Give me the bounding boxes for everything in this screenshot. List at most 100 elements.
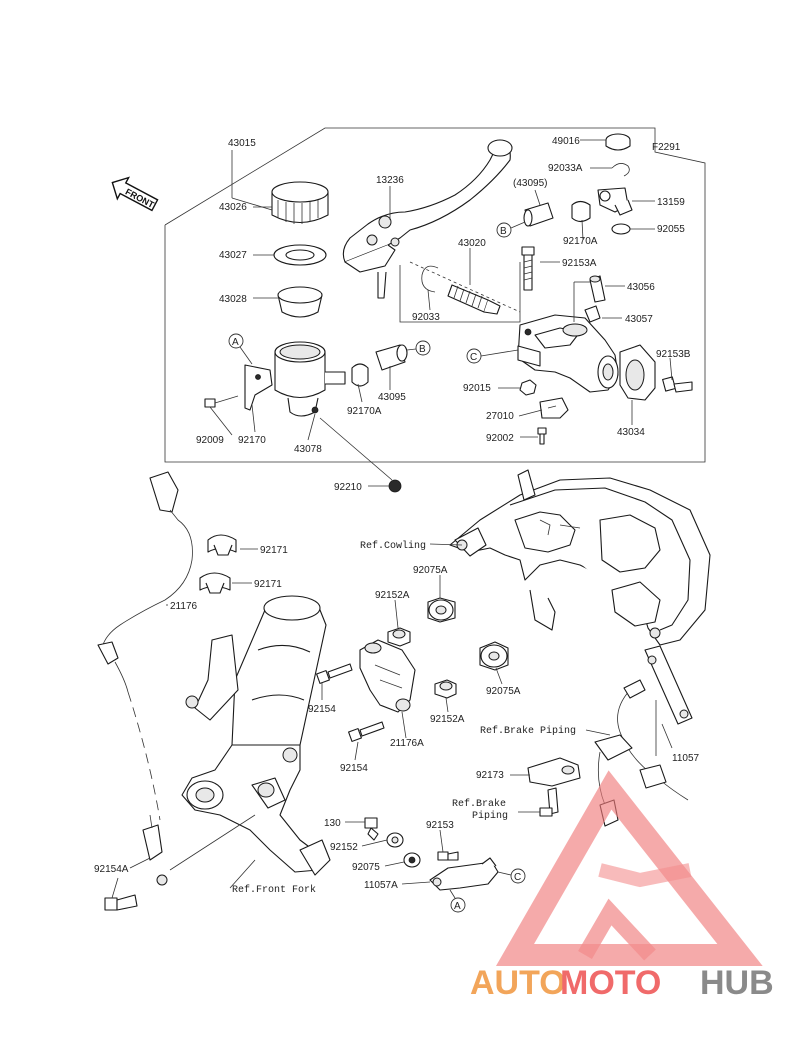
callout-C-bot-label: C <box>514 872 521 883</box>
callout-A-top: A <box>228 333 253 365</box>
brake-switch <box>539 397 569 419</box>
label-92033A: 92033A <box>548 163 583 174</box>
label-13159: 13159 <box>657 197 685 208</box>
grommet-92075A-top <box>427 597 456 623</box>
label-92153B: 92153B <box>656 349 691 360</box>
label-43027: 43027 <box>219 250 247 261</box>
watermark-auto: AUTO <box>470 964 566 1002</box>
label-92173: 92173 <box>476 770 504 781</box>
reservoir-body <box>274 341 346 417</box>
label-43078: 43078 <box>294 444 322 455</box>
label-43056: 43056 <box>627 282 655 293</box>
o-ring-92055 <box>611 223 631 235</box>
grommet-92075A-bot <box>479 641 509 671</box>
grommet-92075 <box>403 852 421 868</box>
hose-mid <box>375 344 408 371</box>
callout-C-top-label: C <box>470 352 477 363</box>
bracket-11057A <box>429 857 499 891</box>
label-43015: 43015 <box>228 138 256 149</box>
label-49016: 49016 <box>552 136 580 147</box>
label-ref-brake-piping-2a: Ref.Brake <box>452 798 506 810</box>
label-92153A: 92153A <box>562 258 597 269</box>
label-92171-b: 92171 <box>254 579 282 590</box>
group-border <box>164 127 706 463</box>
collar-92152A-top <box>387 627 411 647</box>
hose-clamp-top <box>571 200 591 223</box>
bolt-92154-a <box>316 663 353 684</box>
screw-92002 <box>537 427 547 445</box>
screw-92009 <box>204 395 239 408</box>
label-92210: 92210 <box>334 482 362 493</box>
bolt-92154A <box>104 894 138 911</box>
label-ref-cowling: Ref.Cowling <box>360 540 426 552</box>
leaders-lower <box>111 543 673 899</box>
label-11057: 11057 <box>672 753 700 764</box>
label-92170A-top: 92170A <box>563 236 598 247</box>
clamp-92173 <box>527 757 581 787</box>
label-43028: 43028 <box>219 294 247 305</box>
label-ref-brake-piping-1: Ref.Brake Piping <box>480 725 576 737</box>
label-92002: 92002 <box>486 433 514 444</box>
bolt-piping <box>539 787 559 817</box>
callout-C-bot: C <box>497 868 526 884</box>
sensor-bracket <box>359 639 416 713</box>
label-13236: 13236 <box>376 175 404 186</box>
label-92171-a: 92171 <box>260 545 288 556</box>
label-92154A: 92154A <box>94 864 129 875</box>
label-43057: 43057 <box>625 314 653 325</box>
label-21176: 21176 <box>170 601 198 612</box>
reservoir-cap <box>271 181 329 224</box>
bleed-screw <box>589 275 606 303</box>
front-fork <box>169 595 331 876</box>
hose-top <box>523 202 554 227</box>
label-92154-b: 92154 <box>340 763 368 774</box>
label-11057A: 11057A <box>364 880 398 891</box>
watermark-text: AUTO MOTO HUB <box>470 964 774 1002</box>
leaders-top <box>209 139 673 487</box>
label-43095-top: (43095) <box>513 178 547 189</box>
reservoir-bracket <box>244 364 273 411</box>
label-43095-mid: 43095 <box>378 392 406 403</box>
label-92154-a: 92154 <box>308 704 336 715</box>
brake-lever <box>342 139 513 299</box>
label-92170: 92170 <box>238 435 266 446</box>
callout-B-top: B <box>496 221 526 238</box>
diaphragm-plate <box>273 244 327 266</box>
circlip-92033 <box>421 265 439 293</box>
circlip-92033A <box>611 163 630 177</box>
label-ref-front-fork: Ref.Front Fork <box>232 884 316 896</box>
cowling-bracket-frame <box>449 469 711 646</box>
piston-assembly <box>409 261 521 315</box>
callout-B-mid-label: B <box>419 344 426 355</box>
collar-92152A-bot <box>434 679 457 699</box>
hose-fitting <box>597 187 633 216</box>
clamp-92171-b <box>199 572 231 594</box>
callout-A-bot: A <box>449 889 466 913</box>
label-130: 130 <box>324 818 341 829</box>
label-21176A: 21176A <box>390 738 424 749</box>
bolt-92153B <box>662 376 693 393</box>
label-92015: 92015 <box>463 383 491 394</box>
watermark-logo <box>495 770 763 966</box>
bolt-92154-b <box>348 721 385 742</box>
sensor-wire <box>97 471 193 886</box>
label-92033: 92033 <box>412 312 440 323</box>
watermark-hub: HUB <box>700 964 774 1002</box>
bleed-cap <box>584 305 601 323</box>
label-27010: 27010 <box>486 411 514 422</box>
washer-92152 <box>386 832 404 848</box>
label-43020: 43020 <box>458 238 486 249</box>
label-92055: 92055 <box>657 224 685 235</box>
clamp-92171-a <box>207 534 237 556</box>
bolt-92153 <box>437 851 459 861</box>
label-92009: 92009 <box>196 435 224 446</box>
label-92152A-bot: 92152A <box>430 714 465 725</box>
hose-clamp-mid <box>351 363 369 387</box>
label-92170A-mid: 92170A <box>347 406 382 417</box>
diaphragm <box>277 286 323 318</box>
cap-washer <box>605 133 631 151</box>
label-92153: 92153 <box>426 820 454 831</box>
bolt-92153A <box>521 246 535 291</box>
front-arrow: FRONT <box>111 176 159 212</box>
